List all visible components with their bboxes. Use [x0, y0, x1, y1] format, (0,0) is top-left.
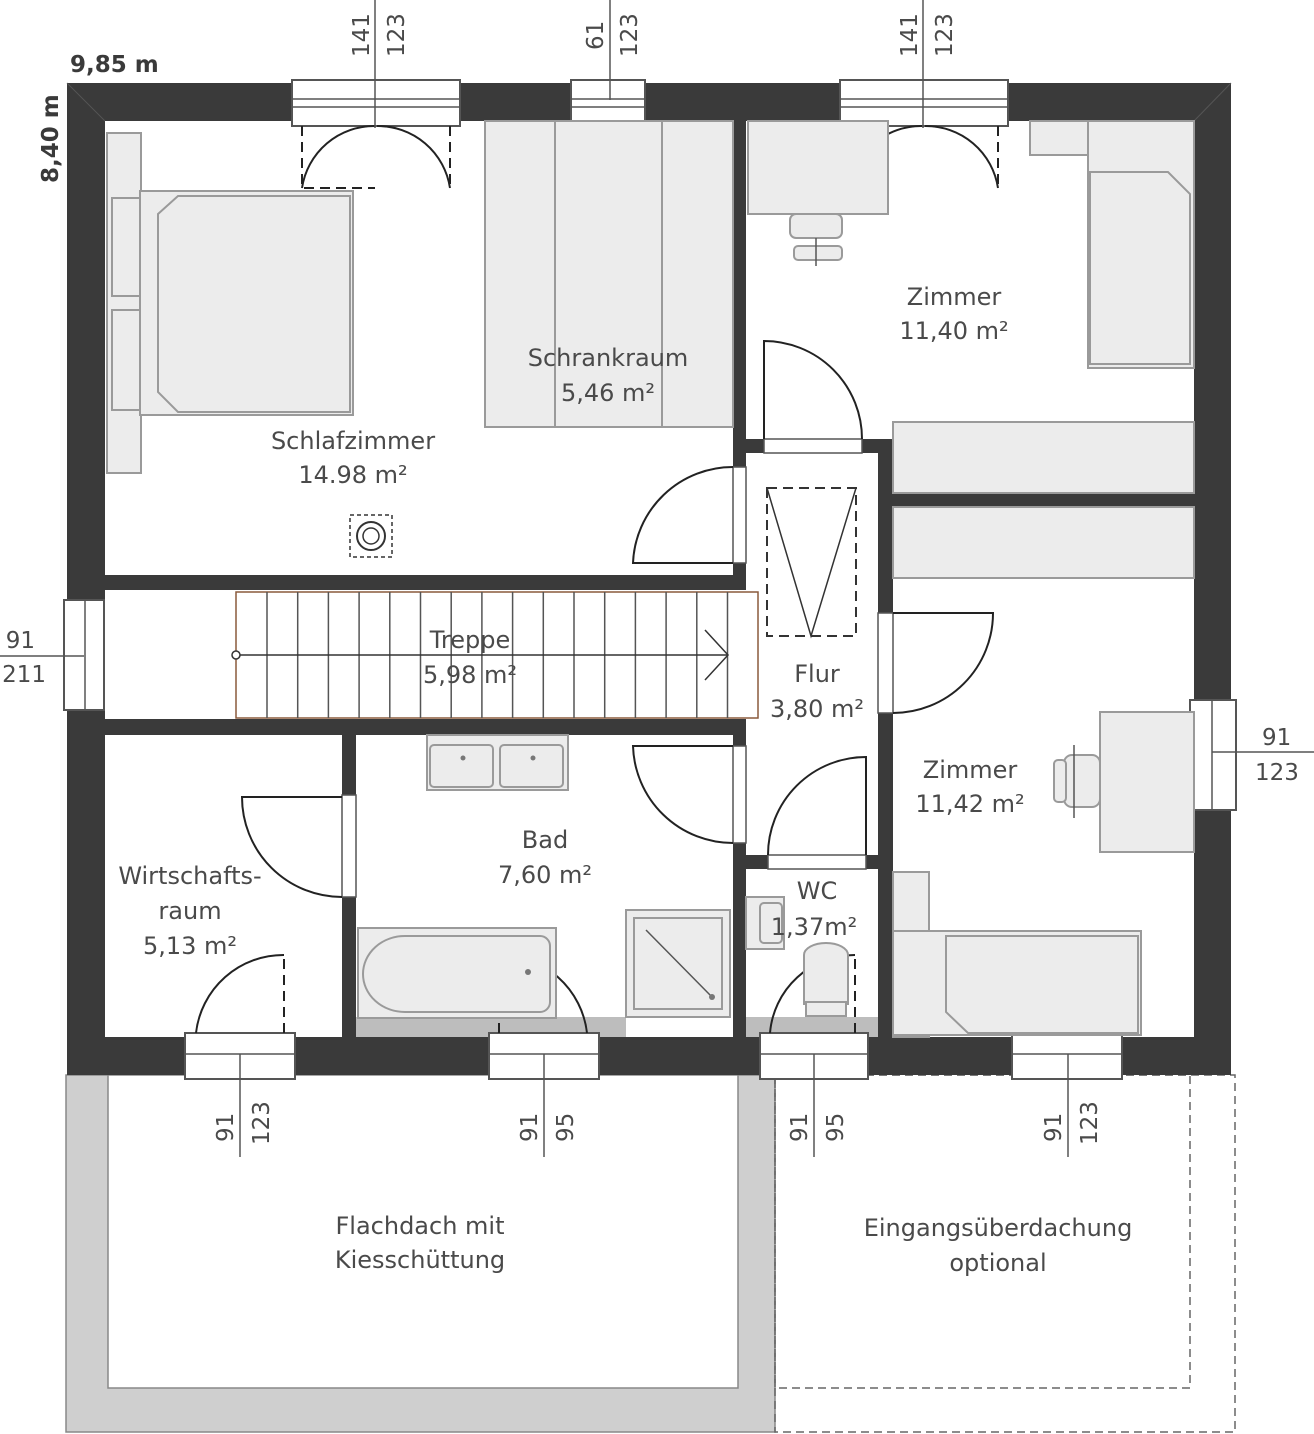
room-name-flur: Flur [794, 660, 840, 688]
window-dims-bottom-3: 91 95 [787, 1054, 849, 1157]
window-top-1 [291, 79, 461, 189]
door-zimmer-right [877, 612, 995, 714]
door-bad [631, 745, 747, 844]
window-dims-right: 91 123 [1212, 725, 1314, 786]
bathroom-fixtures [357, 734, 731, 1019]
window-dims-top-2: 61 123 [583, 0, 643, 100]
window-dims-bottom-4: 91 123 [1041, 1054, 1103, 1157]
bed-double [106, 132, 354, 474]
exterior-walls [66, 82, 1232, 1075]
window-dims-top-1: 141 123 [349, 0, 410, 128]
room-area-treppe: 5,98 m² [423, 661, 517, 689]
window-right [1103, 699, 1237, 811]
dim-left-a: 91 [6, 628, 35, 654]
overall-width-label: 9,85 m [70, 52, 159, 78]
window-left [63, 599, 105, 711]
room-area-zimmer-right: 11,42 m² [915, 790, 1024, 818]
dim-top1-b: 123 [384, 13, 410, 57]
dim-bot1-b: 123 [249, 1101, 275, 1145]
room-name-wirtschaft-2: raum [158, 897, 221, 925]
door-wc [767, 755, 867, 870]
door-schlafzimmer [631, 465, 747, 564]
dim-left-b: 211 [2, 662, 46, 688]
dim-bot4-b: 123 [1077, 1101, 1103, 1145]
window-bottom-4 [1011, 953, 1123, 1080]
room-name-bad: Bad [522, 826, 568, 854]
room-name-schrankraum: Schrankraum [528, 344, 689, 372]
flachdach-label-2: Kiesschüttung [335, 1246, 505, 1274]
entrance-canopy-outline [774, 1074, 1236, 1433]
dim-bot3-a: 91 [787, 1113, 813, 1142]
dim-top1-a: 141 [349, 13, 375, 57]
wardrobe-schrankraum [484, 120, 734, 428]
window-dims-left: 91 211 [0, 628, 84, 688]
dim-top3-b: 123 [932, 13, 958, 57]
door-zimmer-top [763, 339, 863, 454]
room-name-wirtschaft-1: Wirtschafts- [118, 862, 261, 890]
dim-bot2-a: 91 [517, 1113, 543, 1142]
dim-top3-a: 141 [897, 13, 923, 57]
dim-bot2-b: 95 [553, 1113, 579, 1142]
eingang-label-1: Eingangsüberdachung [864, 1214, 1133, 1242]
room-name-treppe: Treppe [429, 626, 510, 654]
desk-zimmer-right [1053, 711, 1195, 853]
overall-height-label: 8,40 m [38, 94, 64, 183]
window-dims-bottom-2: 91 95 [517, 1054, 579, 1157]
chimney [349, 514, 393, 558]
window-dims-top-3: 141 123 [897, 0, 958, 128]
room-area-flur: 3,80 m² [770, 695, 864, 723]
room-name-wc: WC [797, 877, 838, 905]
room-name-schlafzimmer: Schlafzimmer [271, 427, 435, 455]
dim-right-a: 91 [1262, 725, 1291, 751]
room-area-wirtschaft: 5,13 m² [143, 932, 237, 960]
room-name-zimmer-top: Zimmer [907, 283, 1002, 311]
room-area-schlafzimmer: 14.98 m² [298, 461, 407, 489]
window-dims-bottom-1: 91 123 [213, 1054, 275, 1157]
dim-right-b: 123 [1255, 760, 1299, 786]
window-top-3 [839, 79, 1009, 189]
dim-bot1-a: 91 [213, 1113, 239, 1142]
room-area-schrankraum: 5,46 m² [561, 379, 655, 407]
dim-bot3-b: 95 [823, 1113, 849, 1142]
room-area-wc: 1,37m² [771, 913, 857, 941]
room-area-zimmer-top: 11,40 m² [899, 317, 1008, 345]
room-name-zimmer-right: Zimmer [923, 756, 1018, 784]
wc-fixtures [745, 896, 849, 1017]
door-wirtschaftsraum [240, 794, 357, 898]
dim-bot4-a: 91 [1041, 1113, 1067, 1142]
closet-zimmer-right [892, 421, 1195, 579]
dim-top2-b: 123 [617, 13, 643, 57]
eingang-label-2: optional [949, 1249, 1046, 1277]
bed-zimmer-top [1029, 120, 1195, 369]
desk-zimmer-top [747, 120, 889, 266]
room-area-bad: 7,60 m² [498, 861, 592, 889]
window-top-2 [570, 79, 646, 170]
staircase [231, 591, 759, 719]
bed-zimmer-right [892, 871, 1142, 1038]
flachdach-label-1: Flachdach mit [335, 1212, 504, 1240]
dim-top2-a: 61 [583, 21, 609, 50]
flur-storage [766, 487, 857, 639]
